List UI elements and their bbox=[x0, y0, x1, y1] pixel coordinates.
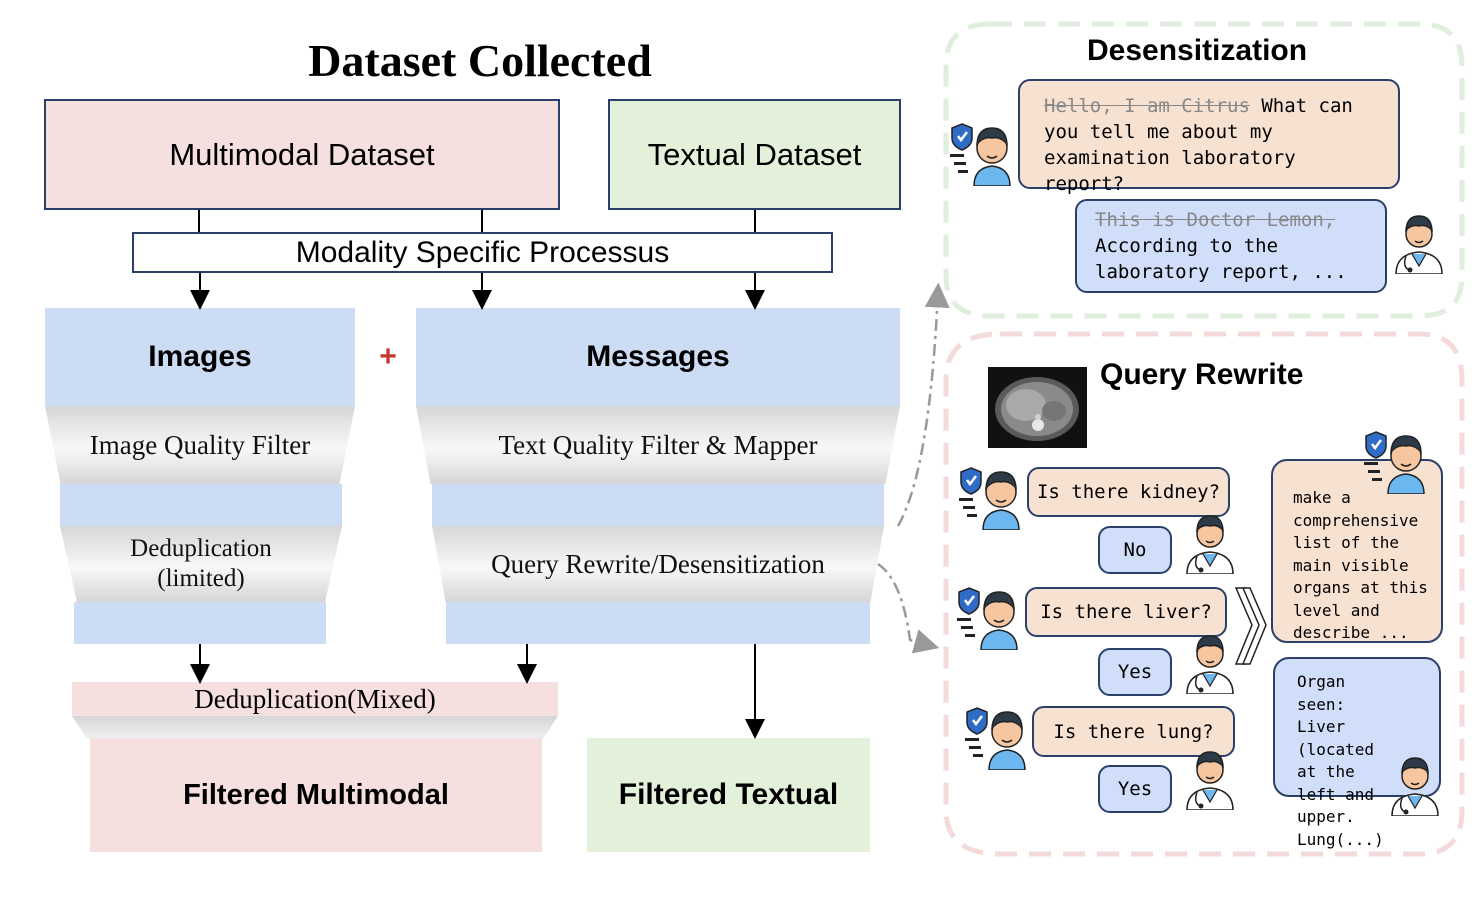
doctor-icon bbox=[1391, 757, 1439, 817]
filtered-multimodal-box: Filtered Multimodal bbox=[90, 738, 542, 852]
images-band-1 bbox=[60, 484, 342, 526]
desensitization-title: Desensitization bbox=[1087, 34, 1308, 67]
filtered-textual-box: Filtered Textual bbox=[587, 738, 870, 852]
patient-avatar bbox=[955, 580, 1023, 651]
image-deduplication: Deduplication (limited) bbox=[60, 526, 342, 602]
dashed-frame-query-rewrite bbox=[943, 331, 1465, 857]
doctor-avatar bbox=[1183, 510, 1237, 575]
deduplication-mixed: Deduplication(Mixed) bbox=[72, 682, 558, 716]
messages-band-1 bbox=[432, 484, 884, 526]
doctor-icon bbox=[1186, 635, 1234, 695]
rewrite-chevrons bbox=[1234, 587, 1267, 665]
patient-icon bbox=[950, 123, 1011, 187]
dashed-frame-desensitization bbox=[943, 21, 1465, 319]
question-bubble-kidney: Is there kidney? bbox=[1027, 467, 1230, 517]
patient-icon bbox=[959, 467, 1020, 531]
patient-icon bbox=[957, 587, 1018, 651]
doctor-avatar bbox=[1388, 752, 1442, 817]
answer-bubble-liver: Yes bbox=[1098, 648, 1172, 696]
messages-header: Messages bbox=[416, 308, 900, 406]
text-quality-filter: Text Quality Filter & Mapper bbox=[416, 406, 900, 484]
diagram-title: Dataset Collected bbox=[308, 35, 652, 86]
images-band-2 bbox=[74, 602, 326, 644]
question-bubble-liver: Is there liver? bbox=[1025, 587, 1227, 637]
patient-icon bbox=[1364, 431, 1425, 495]
ct-scan-graphic bbox=[995, 377, 1079, 441]
answer-bubble-kidney: No bbox=[1098, 526, 1172, 574]
messages-band-2 bbox=[446, 602, 870, 644]
images-header: Images bbox=[45, 308, 355, 406]
patient-avatar bbox=[1362, 424, 1430, 495]
image-dedup-line2: (limited) bbox=[157, 565, 245, 592]
patient-avatar bbox=[963, 700, 1031, 771]
patient-message-desensitized: Hello, I am Citrus What can you tell me … bbox=[1018, 79, 1400, 195]
removed-greeting: Hello, I am Citrus bbox=[1044, 95, 1250, 117]
removed-doctor-name: This is Doctor Lemon, bbox=[1095, 209, 1336, 231]
doctor-avatar bbox=[1392, 210, 1446, 275]
doctor-icon bbox=[1186, 515, 1234, 575]
patient-icon bbox=[965, 707, 1026, 771]
doctor-avatar bbox=[1183, 746, 1237, 811]
doctor-icon bbox=[1395, 215, 1443, 275]
dashdot-arrow-down bbox=[877, 562, 940, 654]
multimodal-dataset-box: Multimodal Dataset bbox=[44, 99, 560, 210]
image-dedup-line1: Deduplication bbox=[130, 535, 272, 562]
image-quality-filter: Image Quality Filter bbox=[45, 406, 355, 484]
doctor-avatar bbox=[1183, 630, 1237, 695]
dashdot-arrow-up bbox=[896, 282, 950, 527]
textual-dataset-box: Textual Dataset bbox=[608, 99, 901, 210]
patient-avatar bbox=[948, 116, 1016, 187]
doctor-message-desensitized: This is Doctor Lemon, According to the l… bbox=[1075, 199, 1387, 293]
patient-avatar bbox=[957, 460, 1025, 531]
query-rewrite-desensitization: Query Rewrite/Desensitization bbox=[432, 526, 884, 602]
query-rewrite-title: Query Rewrite bbox=[1100, 358, 1304, 391]
doctor-answer: According to the laboratory report, ... bbox=[1095, 235, 1347, 283]
patient-question: What can you tell me about my examinatio… bbox=[1044, 95, 1353, 195]
doctor-icon bbox=[1186, 751, 1234, 811]
answer-bubble-lung: Yes bbox=[1098, 765, 1172, 813]
dedup-mixed-funnel bbox=[72, 716, 558, 738]
question-bubble-lung: Is there lung? bbox=[1032, 706, 1235, 757]
ct-scan-image bbox=[988, 367, 1087, 448]
modality-processing-box: Modality Specific Processus bbox=[132, 232, 833, 273]
plus-sign: + bbox=[379, 340, 397, 373]
